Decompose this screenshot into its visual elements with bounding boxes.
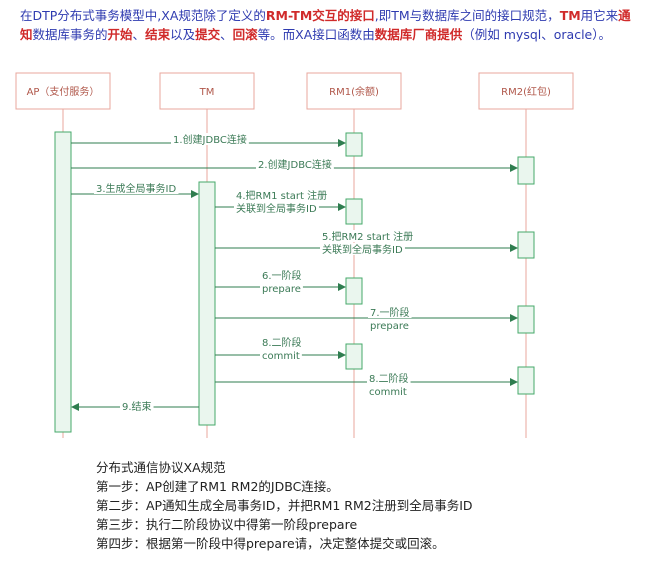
message-label-4: 4.把RM1 start 注册 [236,189,327,202]
intro-highlight: RM-TM交互的接口 [265,8,375,23]
message-label-bg [320,230,416,242]
message-label-bg [367,385,409,397]
message-label-7: prepare [370,321,409,332]
message-label-bg [260,349,302,361]
message-label-5: 关联到全局事务ID [322,243,403,256]
message-label-3: 3.生成全局事务ID [96,182,176,195]
message-label-5: 5.把RM2 start 注册 [322,230,413,243]
message-label-10: 9.结束 [122,400,152,413]
message-label-6: 6.一阶段 [262,269,302,282]
message-label-8: commit [262,351,300,362]
participant-label-rm2: RM2(红包) [501,85,551,98]
intro-text: 等。而XA接口函数由 [257,27,375,42]
intro-highlight: 结束 [145,27,171,42]
activation-rm1 [345,198,363,225]
participant-rm1 [306,72,402,110]
message-label-1: 1.创建JDBC连接 [173,133,247,146]
participant-rm2 [478,72,574,110]
message-label-bg [171,133,249,145]
message-label-6: prepare [262,284,301,295]
activation-tm [198,181,216,426]
intro-text: 在DTP分布式事务模型中,XA规范除了定义的 [20,8,266,23]
intro-highlight: 开始 [107,27,133,42]
message-label-9: 8.二阶段 [369,372,409,385]
step-2: 第二步：AP通知生成全局事务ID，并把RM1 RM2注册到全局事务ID [96,498,473,513]
message-label-bg [260,282,303,294]
steps-title: 分布式通信协议XA规范 [96,460,226,475]
intro-highlight: 通知 [20,8,631,42]
intro-text: 、 [132,27,146,42]
message-label-bg [120,400,154,412]
participant-label-ap: AP（支付服务） [27,85,100,98]
participant-label-tm: TM [199,87,215,98]
intro-text: 、 [220,27,233,42]
step-4: 第四步：根据第一阶段中得prepare请，决定整体提交或回滚。 [96,536,445,551]
step-3: 第三步：执行二阶段协议中得第一阶段prepare [96,517,358,532]
intro-paragraph: 在DTP分布式事务模型中,XA规范除了定义的RM-TM交互的接口,即TM与数据库… [20,6,635,44]
message-label-2: 2.创建JDBC连接 [258,158,332,171]
message-label-bg [234,189,330,201]
message-label-bg [256,158,334,170]
intro-text: ,即TM与数据库之间的接口规范， [374,8,560,23]
activation-ap [54,131,72,433]
intro-highlight: 提交 [195,27,221,42]
participant-tm [159,72,255,110]
activation-rm1 [345,343,363,370]
intro-highlight: 回滚 [232,27,258,42]
message-label-bg [368,306,412,318]
message-label-bg [260,336,304,348]
message-label-9: commit [369,387,407,398]
activation-rm2 [517,231,535,259]
intro-text: 数据库事务的 [32,27,108,42]
message-label-4: 关联到全局事务ID [236,202,317,215]
activation-rm1 [345,277,363,305]
participant-label-rm1: RM1(余额) [329,85,379,98]
message-label-bg [234,202,319,214]
message-label-bg [94,182,179,194]
message-label-bg [260,269,304,281]
message-label-8: 8.二阶段 [262,336,302,349]
activation-rm2 [517,366,535,395]
message-label-bg [367,372,411,384]
step-1: 第一步：AP创建了RM1 RM2的JDBC连接。 [96,479,339,494]
activation-rm2 [517,305,535,334]
message-label-bg [368,319,411,331]
message-label-bg [320,243,405,255]
intro-highlight: TM [559,8,581,23]
participant-ap [15,72,111,110]
steps-section: 分布式通信协议XA规范 第一步：AP创建了RM1 RM2的JDBC连接。 第二步… [96,458,473,553]
message-label-7: 7.一阶段 [370,306,410,319]
intro-text: （例如 mysql、oracle）。 [462,27,611,42]
activation-rm1 [345,132,363,157]
intro-highlight: 数据库厂商提供 [374,27,463,42]
activation-rm2 [517,156,535,185]
intro-text: 用它来 [580,8,619,23]
intro-text: 以及 [170,27,196,42]
